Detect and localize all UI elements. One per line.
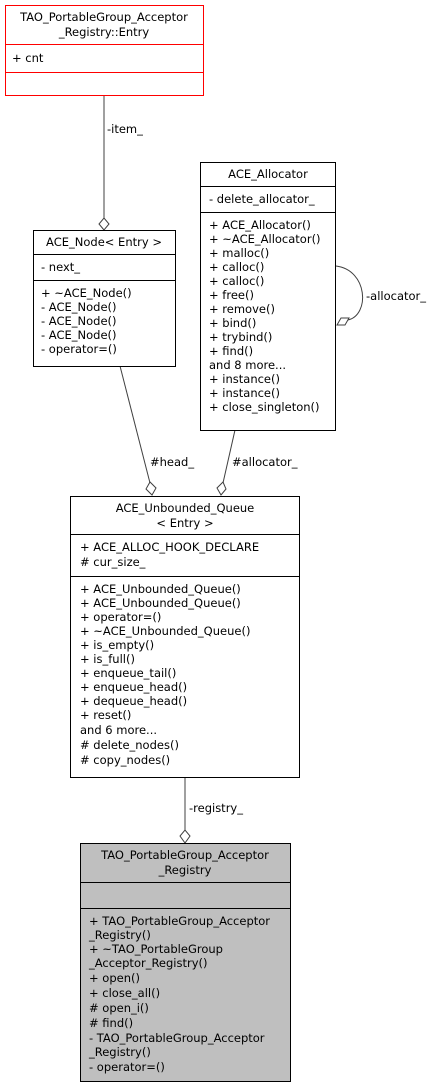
edge-label-item: -item_ — [107, 122, 143, 136]
queue-op: + dequeue_head() — [80, 694, 187, 708]
allocator-op: + malloc() — [209, 246, 269, 260]
allocator-op: + remove() — [209, 302, 275, 316]
edge-head — [119, 365, 151, 484]
allocator-op: + find() — [209, 344, 253, 358]
node-attr: - next_ — [41, 260, 80, 274]
allocator-op: + ACE_Allocator() — [209, 218, 311, 232]
registry-op: _Acceptor_Registry() — [88, 956, 208, 970]
registry-title-line-2: _Registry — [158, 863, 212, 877]
queue-op: # delete_nodes() — [80, 738, 179, 752]
queue-attr: + ACE_ALLOC_HOOK_DECLARE — [80, 540, 259, 554]
edges — [98, 96, 363, 844]
registry-op: + TAO_PortableGroup_Acceptor — [89, 914, 270, 928]
registry-op: + ~TAO_PortableGroup — [89, 942, 223, 956]
entry-title-line-1: TAO_PortableGroup_Acceptor — [19, 10, 188, 24]
registry-op: - operator=() — [89, 1060, 165, 1074]
allocator-op: and 8 more... — [209, 358, 286, 372]
edge-allocator — [222, 429, 236, 484]
class-acceptor-registry: TAO_PortableGroup_Acceptor _Registry + T… — [80, 843, 291, 1082]
edge-label-head: #head_ — [150, 455, 194, 469]
queue-op: + is_empty() — [80, 638, 154, 652]
queue-op: + ACE_Unbounded_Queue() — [80, 582, 241, 596]
entry-title-line-2: _Registry::Entry — [58, 25, 150, 39]
diamond-registry-icon — [179, 829, 191, 844]
diamond-head-icon — [145, 481, 157, 496]
registry-op: # open_i() — [89, 1001, 149, 1015]
queue-op: + ~ACE_Unbounded_Queue() — [80, 624, 250, 638]
node-op: - ACE_Node() — [41, 328, 117, 342]
registry-op: _Registry() — [88, 928, 151, 942]
queue-op: + ACE_Unbounded_Queue() — [80, 596, 241, 610]
registry-op: # find() — [89, 1016, 133, 1030]
registry-op: + open() — [89, 971, 140, 985]
queue-op: + reset() — [80, 708, 131, 722]
allocator-op: + calloc() — [209, 274, 264, 288]
edge-label-registry: -registry_ — [189, 801, 243, 815]
node-op: - ACE_Node() — [41, 300, 117, 314]
allocator-attr: - delete_allocator_ — [209, 192, 315, 206]
queue-op: # copy_nodes() — [80, 753, 170, 767]
queue-op: + enqueue_head() — [80, 680, 187, 694]
registry-op: _Registry() — [88, 1045, 151, 1059]
node-op: + ~ACE_Node() — [41, 286, 132, 300]
diamond-allocator-icon — [216, 481, 227, 496]
class-ace-node: ACE_Node< Entry > - next_ + ~ACE_Node() … — [33, 230, 176, 367]
queue-title-line-2: < Entry > — [156, 516, 213, 530]
allocator-op: + trybind() — [209, 330, 272, 344]
allocator-op: + bind() — [209, 316, 256, 330]
queue-op: and 6 more... — [80, 723, 157, 737]
node-title: ACE_Node< Entry > — [46, 235, 162, 249]
allocator-op: + free() — [209, 288, 254, 302]
diamond-item-icon — [98, 217, 110, 231]
allocator-title: ACE_Allocator — [228, 167, 308, 181]
class-entry: TAO_PortableGroup_Acceptor _Registry::En… — [5, 5, 204, 96]
class-ace-allocator: ACE_Allocator - delete_allocator_ + ACE_… — [200, 162, 336, 431]
registry-op: - TAO_PortableGroup_Acceptor — [89, 1031, 265, 1045]
allocator-op: + calloc() — [209, 260, 264, 274]
queue-op: + operator=() — [80, 610, 161, 624]
edge-label-self-allocator: -allocator_ — [366, 289, 426, 303]
queue-attr: # cur_size_ — [80, 555, 146, 569]
allocator-op: + close_singleton() — [209, 400, 320, 414]
class-ace-unbounded-queue: ACE_Unbounded_Queue < Entry > + ACE_ALLO… — [70, 496, 300, 778]
diamond-self-allocator-icon — [336, 317, 350, 326]
queue-op: + enqueue_tail() — [80, 666, 176, 680]
node-op: - ACE_Node() — [41, 314, 117, 328]
queue-op: + is_full() — [80, 652, 135, 666]
edge-self-allocator — [335, 265, 363, 321]
registry-op: + close_all() — [89, 986, 160, 1000]
entry-attr: + cnt — [12, 51, 44, 65]
registry-title-line-1: TAO_PortableGroup_Acceptor — [100, 848, 269, 862]
allocator-op: + instance() — [209, 372, 280, 386]
edge-label-allocator: #allocator_ — [232, 455, 298, 469]
allocator-op: + instance() — [209, 386, 280, 400]
allocator-op: + ~ACE_Allocator() — [209, 232, 321, 246]
node-op: - operator=() — [41, 342, 117, 356]
queue-title-line-1: ACE_Unbounded_Queue — [116, 501, 255, 515]
